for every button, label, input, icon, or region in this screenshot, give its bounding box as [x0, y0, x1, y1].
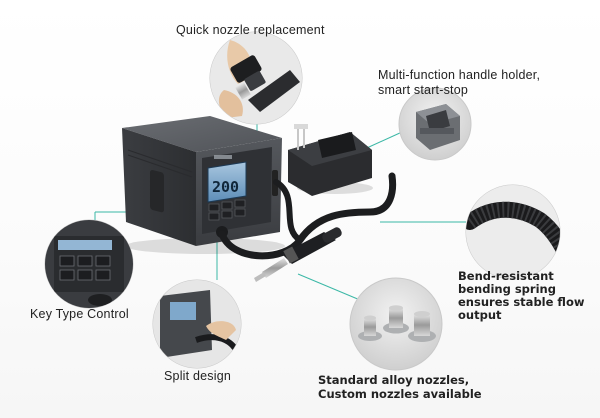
label-split-design: Split design [164, 369, 232, 383]
label-spring-4: output [458, 308, 502, 322]
nozzle-small [358, 315, 382, 341]
inset-key-control [44, 219, 134, 309]
inset-spring [465, 184, 561, 280]
label-handle-holder-1: Multi-function handle holder, [378, 68, 541, 82]
label-spring-3: ensures stable flow [458, 295, 585, 309]
label-nozzles-2: Custom nozzles available [318, 387, 482, 401]
label-spring-2: bending spring [458, 282, 556, 296]
label-quick-nozzle: Quick nozzle replacement [176, 23, 325, 37]
station-unit [122, 116, 285, 254]
inset-handle-holder [398, 87, 472, 161]
inset-quick-nozzle [209, 31, 303, 125]
handle-holder [288, 124, 373, 196]
inset-split-design [152, 279, 242, 369]
air-hose [218, 172, 397, 260]
label-spring-1: Bend-resistant [458, 269, 554, 283]
label-key-type: Key Type Control [30, 307, 129, 321]
lcd-reading: 200 [212, 178, 239, 196]
nozzle-large [408, 311, 436, 342]
nozzle-medium [383, 305, 409, 334]
heat-gun-handle [254, 227, 342, 282]
label-nozzles-1: Standard alloy nozzles, [318, 373, 470, 387]
inset-nozzles [349, 277, 443, 371]
label-handle-holder-2: smart start-stop [378, 83, 469, 97]
